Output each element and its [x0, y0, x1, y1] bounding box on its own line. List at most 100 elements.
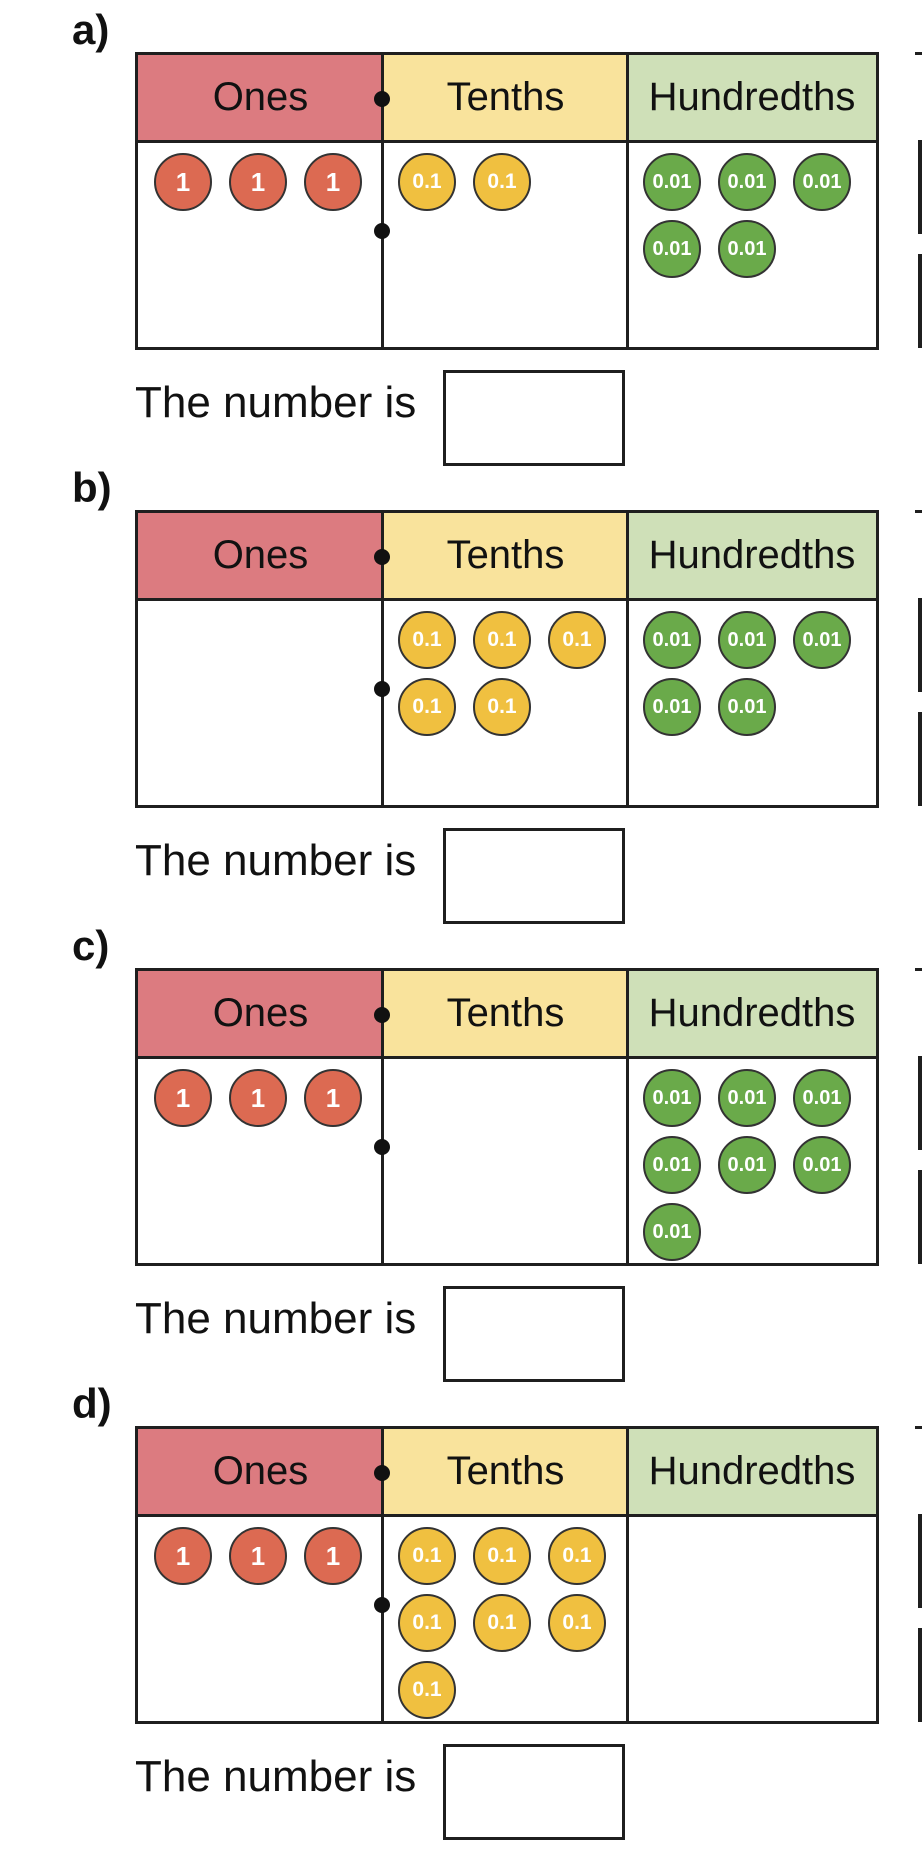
hundredth-counter: 0.01 [718, 678, 776, 736]
answer-prompt: The number is [135, 1294, 417, 1343]
one-counter: 1 [229, 1527, 287, 1585]
hundredth-counter: 0.01 [718, 153, 776, 211]
tenths-cell: 0.1 0.1 [384, 143, 626, 347]
tenth-counter: 0.1 [548, 1594, 606, 1652]
decimal-point-dot [374, 1465, 390, 1481]
tenths-cell: 0.1 0.1 0.1 0.1 0.1 [384, 601, 626, 805]
cropped-edge-box [918, 1170, 922, 1264]
question-label: d) [72, 1380, 112, 1427]
one-counter: 1 [154, 1527, 212, 1585]
question-label: c) [72, 922, 110, 969]
cropped-edge-mark [915, 510, 922, 513]
hundredth-counter: 0.01 [793, 153, 851, 211]
hundredth-counter: 0.01 [643, 1203, 701, 1261]
tenth-counter: 0.1 [548, 1527, 606, 1585]
hundredth-counter: 0.01 [793, 1069, 851, 1127]
answer-box[interactable] [443, 1286, 625, 1382]
hundredth-counter: 0.01 [793, 1136, 851, 1194]
cropped-edge-box [918, 598, 922, 692]
tenths-cell [384, 1059, 626, 1263]
decimal-point-dot [374, 91, 390, 107]
cropped-edge-box [918, 140, 922, 234]
tenth-counter: 0.1 [398, 1527, 456, 1585]
cropped-edge-box [918, 1514, 922, 1608]
tenth-counter: 0.1 [548, 611, 606, 669]
one-counter: 1 [229, 1069, 287, 1127]
hundredth-counter: 0.01 [643, 220, 701, 278]
ones-cell [138, 601, 381, 805]
answer-prompt: The number is [135, 836, 417, 885]
hundredth-counter: 0.01 [643, 1136, 701, 1194]
tenth-counter: 0.1 [473, 153, 531, 211]
column-divider [626, 513, 629, 805]
hundredth-counter: 0.01 [643, 678, 701, 736]
answer-box[interactable] [443, 828, 625, 924]
column-divider [626, 971, 629, 1263]
tenth-counter: 0.1 [398, 678, 456, 736]
tenths-cell: 0.1 0.1 0.1 0.1 0.1 0.1 0.1 [384, 1517, 626, 1721]
hundredth-counter: 0.01 [643, 153, 701, 211]
tenths-header: Tenths [383, 55, 628, 143]
hundredth-counter: 0.01 [793, 611, 851, 669]
tenths-header: Tenths [383, 513, 628, 601]
one-counter: 1 [154, 1069, 212, 1127]
cropped-edge-box [918, 254, 922, 348]
question-label: a) [72, 6, 110, 53]
answer-box[interactable] [443, 1744, 625, 1840]
column-divider [626, 55, 629, 347]
one-counter: 1 [304, 1527, 362, 1585]
cropped-edge-box [918, 1628, 922, 1722]
tenth-counter: 0.1 [398, 153, 456, 211]
tenths-header: Tenths [383, 971, 628, 1059]
tenth-counter: 0.1 [473, 1527, 531, 1585]
answer-prompt: The number is [135, 378, 417, 427]
column-divider [626, 1429, 629, 1721]
decimal-point-dot [374, 1597, 390, 1613]
hundredths-header: Hundredths [628, 1429, 876, 1517]
hundredths-header: Hundredths [628, 513, 876, 601]
cropped-edge-mark [915, 52, 922, 55]
column-divider [381, 971, 384, 1263]
tenth-counter: 0.1 [398, 611, 456, 669]
cropped-edge-box [918, 1056, 922, 1150]
hundredth-counter: 0.01 [643, 611, 701, 669]
hundredths-cell [629, 1517, 876, 1721]
answer-box[interactable] [443, 370, 625, 466]
one-counter: 1 [304, 153, 362, 211]
cropped-edge-mark [915, 1426, 922, 1429]
tenth-counter: 0.1 [473, 611, 531, 669]
question-label: b) [72, 464, 112, 511]
cropped-edge-mark [915, 968, 922, 971]
ones-header: Ones [138, 1429, 383, 1517]
tenth-counter: 0.1 [398, 1661, 456, 1719]
tenths-header: Tenths [383, 1429, 628, 1517]
column-divider [381, 513, 384, 805]
tenth-counter: 0.1 [398, 1594, 456, 1652]
tenth-counter: 0.1 [473, 1594, 531, 1652]
hundredth-counter: 0.01 [718, 611, 776, 669]
decimal-point-dot [374, 1139, 390, 1155]
tenth-counter: 0.1 [473, 678, 531, 736]
hundredth-counter: 0.01 [718, 1069, 776, 1127]
hundredths-header: Hundredths [628, 971, 876, 1059]
hundredths-header: Hundredths [628, 55, 876, 143]
ones-header: Ones [138, 971, 383, 1059]
one-counter: 1 [154, 153, 212, 211]
hundredth-counter: 0.01 [718, 1136, 776, 1194]
ones-header: Ones [138, 55, 383, 143]
decimal-point-dot [374, 223, 390, 239]
decimal-point-dot [374, 549, 390, 565]
hundredth-counter: 0.01 [643, 1069, 701, 1127]
column-divider [381, 1429, 384, 1721]
one-counter: 1 [304, 1069, 362, 1127]
